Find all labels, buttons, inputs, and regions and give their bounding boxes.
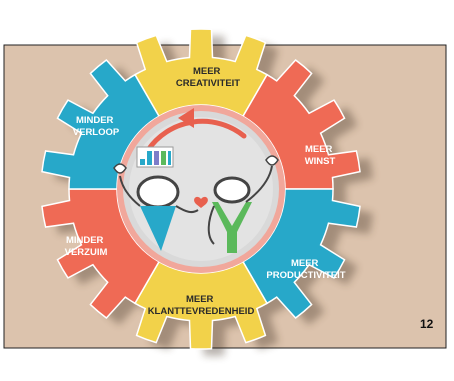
segment-label-meer-klanttevredenheid: MEER KLANTTEVREDENHEID (148, 294, 255, 317)
segment-label-line1: MEER (291, 258, 319, 269)
segment-label-meer-winst: MEER WINST (305, 144, 336, 167)
segment-label-line2: VERLOOP (73, 127, 120, 138)
figure-left (113, 163, 199, 251)
segment-label-line2: VERZUIM (65, 247, 108, 258)
center-hub (113, 105, 285, 273)
segment-label-minder-verloop: MINDER VERLOOP (73, 115, 120, 138)
binders-icon (136, 146, 174, 168)
segment-label-line1: MINDER (66, 235, 104, 246)
segment-label-line2: PRODUCTIVITEIT (266, 270, 345, 281)
page-number: 12 (420, 317, 434, 331)
segment-label-meer-productiviteit: MEER PRODUCTIVITEIT (266, 258, 345, 281)
figure-right (207, 155, 279, 253)
segment-label-minder-verzuim: MINDER VERZUIM (65, 235, 108, 258)
segment-label-line2: WINST (305, 156, 336, 167)
segment-labels: MEER CREATIVITEIT MEER WINST MEER PRODUC… (65, 66, 346, 317)
smiley-figures-icon (113, 155, 279, 253)
heart-icon (194, 196, 208, 208)
segment-label-line2: CREATIVITEIT (176, 78, 240, 89)
segment-label-line1: MEER (193, 66, 221, 77)
segment-label-line1: MEER (186, 294, 214, 305)
segment-label-line1: MINDER (76, 115, 114, 126)
segment-label-line2: KLANTTEVREDENHEID (148, 306, 255, 317)
segment-label-line1: MEER (305, 144, 333, 155)
cycle-arrow-icon (145, 108, 247, 153)
segment-label-meer-creativiteit: MEER CREATIVITEIT (176, 66, 240, 89)
gear (41, 28, 361, 350)
